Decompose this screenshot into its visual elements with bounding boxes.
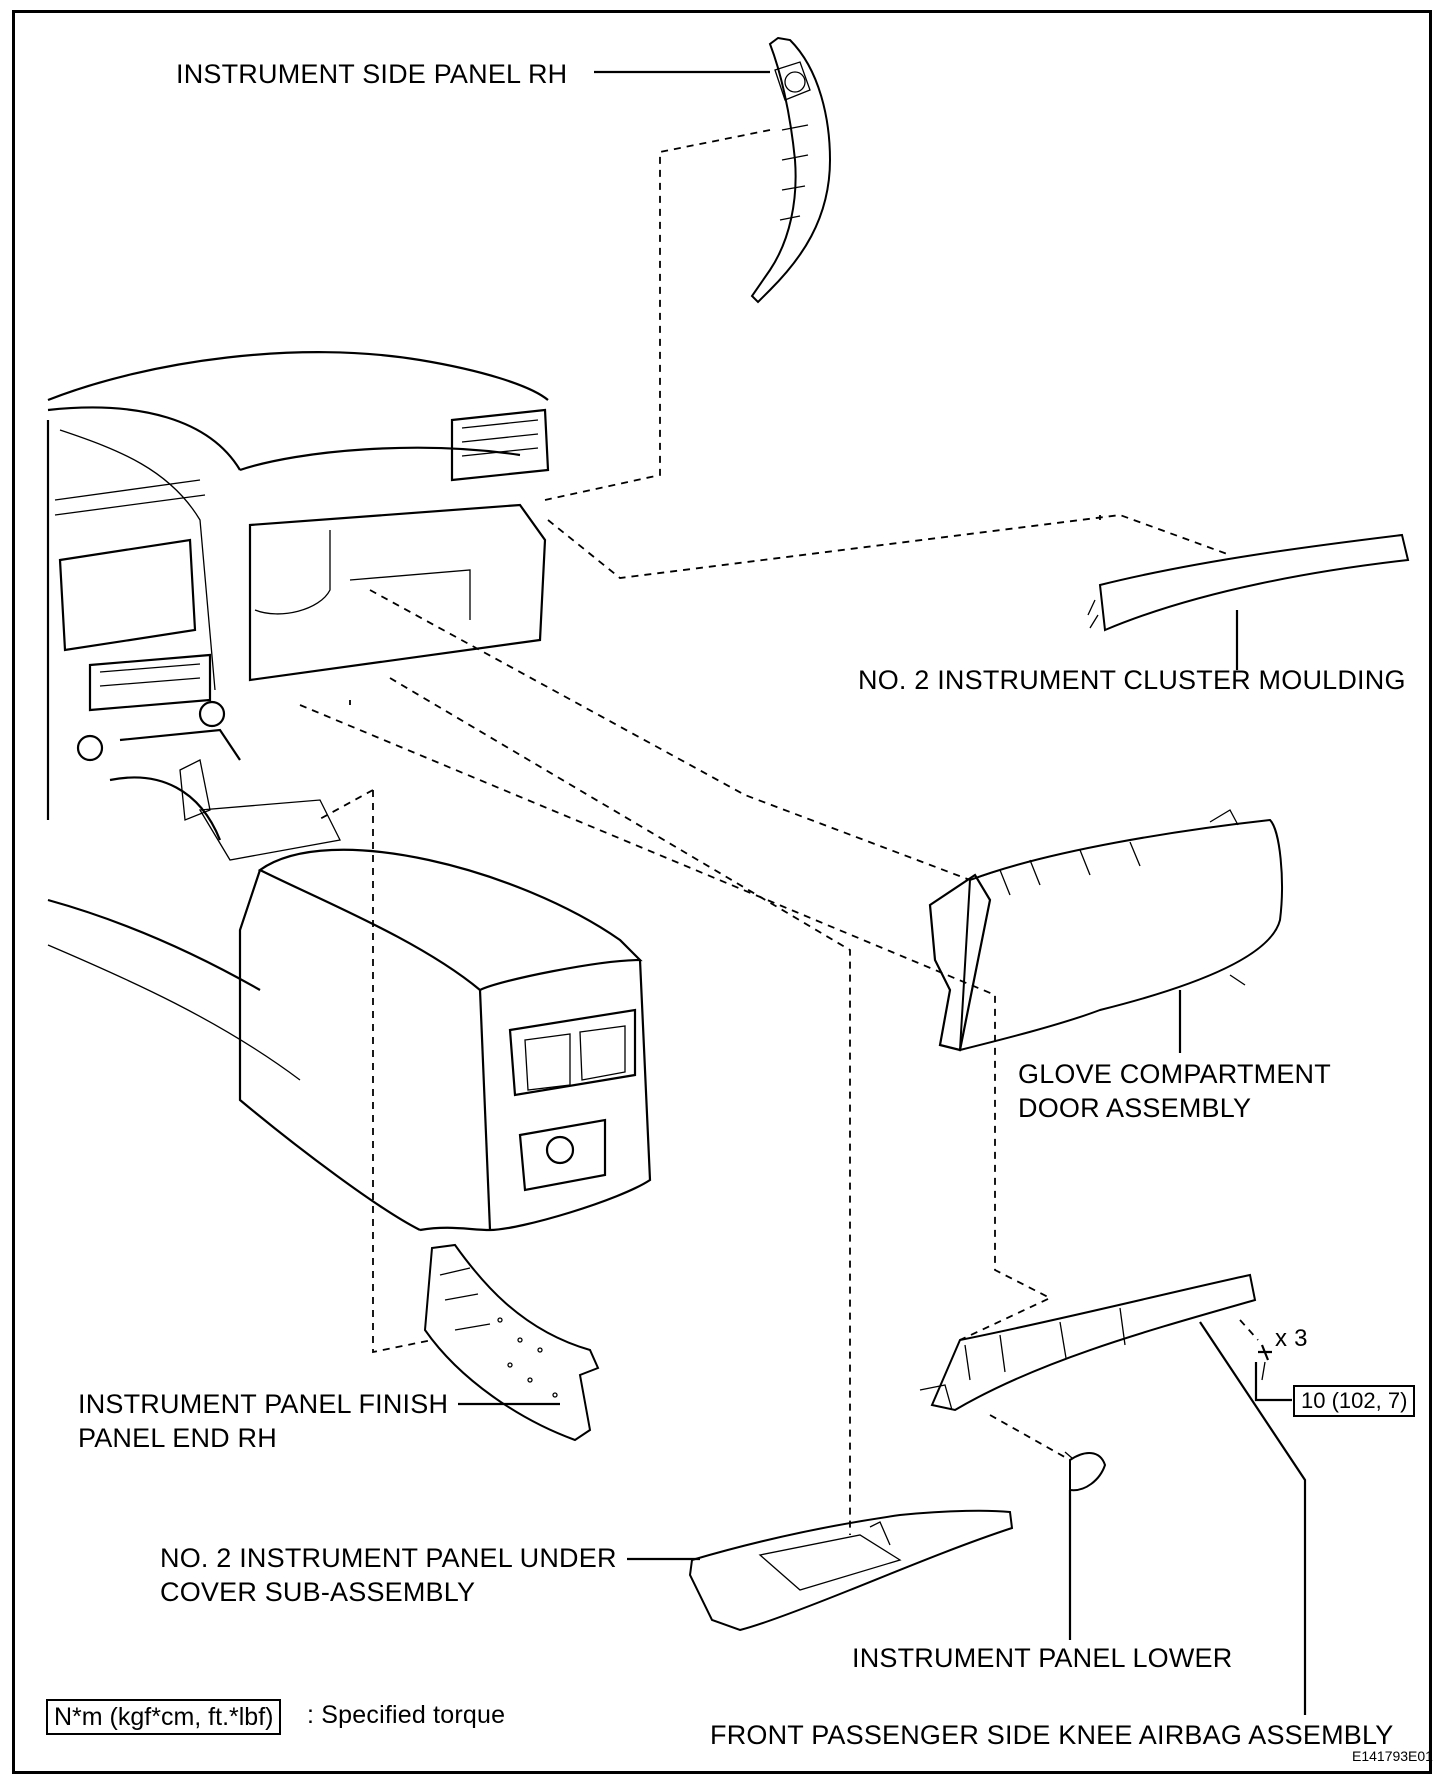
diagram-frame [12,10,1432,1774]
finish-panel-end-rh-part [423,1243,600,1442]
label-knee-airbag: FRONT PASSENGER SIDE KNEE AIRBAG ASSEMBL… [710,1718,1393,1752]
side-panel-rh-text: INSTRUMENT SIDE PANEL RH [176,59,568,89]
side-panel-rh-part [750,36,832,304]
under-cover-line2: COVER SUB-ASSEMBLY [160,1577,476,1607]
torque-value-box: 10 (102, 7) [1293,1385,1416,1417]
glove-door-line2: DOOR ASSEMBLY [1018,1093,1252,1123]
label-instrument-side-panel-rh: INSTRUMENT SIDE PANEL RH [176,57,567,91]
finish-panel-line2: PANEL END RH [78,1423,277,1453]
legend-torque-unit-box: N*m (kgf*cm, ft.*lbf) [46,1699,282,1735]
label-instrument-panel-lower: INSTRUMENT PANEL LOWER [852,1641,1232,1675]
assembly-guide-lines [299,129,1259,1535]
leader-lines [458,70,1307,1715]
legend-text: : Specified torque [307,1701,506,1729]
cluster-moulding-text: NO. 2 INSTRUMENT CLUSTER MOULDING [858,665,1406,695]
glove-compartment-part [928,809,1283,1052]
panel-lower-text: INSTRUMENT PANEL LOWER [852,1643,1233,1673]
under-cover-part [688,1509,1014,1632]
dashboard-assembly [46,351,652,1232]
knee-airbag-text: FRONT PASSENGER SIDE KNEE AIRBAG ASSEMBL… [710,1720,1394,1750]
figure-id: E141793E01 [1352,1748,1433,1764]
under-cover-line1: NO. 2 INSTRUMENT PANEL UNDER [160,1543,617,1573]
finish-panel-line1: INSTRUMENT PANEL FINISH [78,1389,449,1419]
label-under-cover: NO. 2 INSTRUMENT PANEL UNDER COVER SUB-A… [160,1541,617,1609]
quantity-text: x 3 [1275,1325,1308,1352]
cluster-moulding-part [1087,533,1410,632]
label-cluster-moulding: NO. 2 INSTRUMENT CLUSTER MOULDING [858,663,1406,697]
panel-lower-clip-part [1064,1451,1107,1492]
glove-door-line1: GLOVE COMPARTMENT [1018,1059,1331,1089]
label-finish-panel-end-rh: INSTRUMENT PANEL FINISH PANEL END RH [78,1387,448,1455]
label-glove-compartment-door: GLOVE COMPARTMENT DOOR ASSEMBLY [1018,1057,1331,1125]
knee-airbag-part [919,1273,1272,1412]
legend-description: : Specified torque [307,1698,505,1732]
quantity-label: x 3 [1275,1322,1308,1356]
